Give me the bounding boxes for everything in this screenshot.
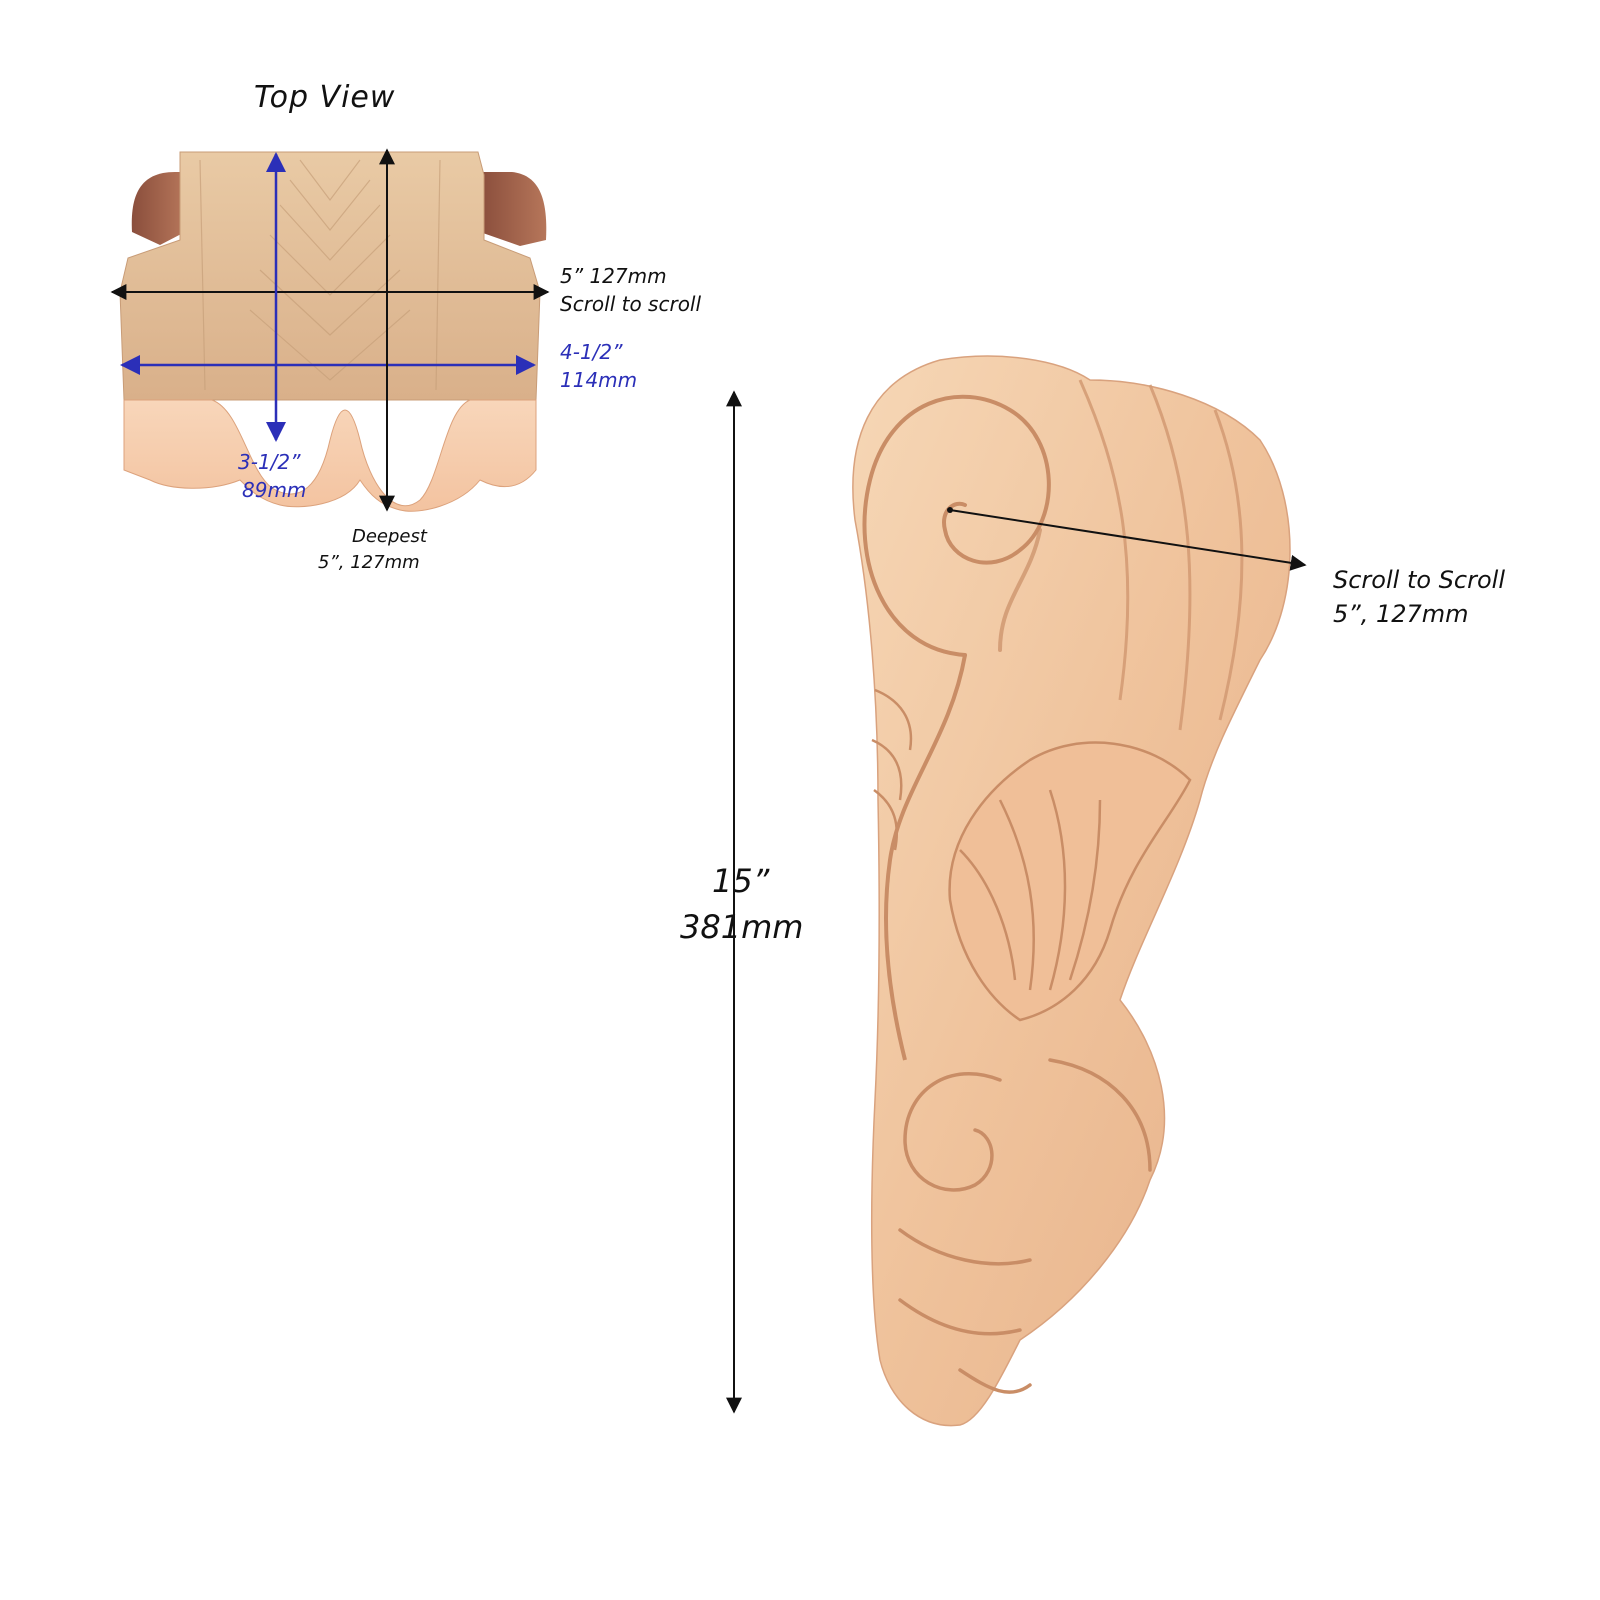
front-face <box>123 399 537 512</box>
acanthus-leaf <box>948 741 1192 1022</box>
deepest-value: 5”, 127mm <box>318 552 420 573</box>
top-view-title: Top View <box>254 80 396 115</box>
fluting <box>1078 379 1244 731</box>
height-imperial: 15” <box>712 862 770 900</box>
side-scroll-to-scroll-label: Scroll to Scroll <box>1333 566 1505 594</box>
top-surface <box>119 151 541 401</box>
top-depth-metric: 89mm <box>242 478 307 502</box>
height-metric: 381mm <box>680 908 804 946</box>
corbel-side-view <box>852 355 1291 1427</box>
top-inner-width-metric: 114mm <box>560 368 638 392</box>
side-scroll-center-dot <box>947 507 953 513</box>
top-scroll-to-scroll-label: Scroll to scroll <box>560 292 702 316</box>
top-scroll-to-scroll-value: 5” 127mm <box>560 264 667 288</box>
top-view-block <box>119 151 547 512</box>
top-scroll <box>862 394 1051 657</box>
right-end-grain <box>480 172 547 246</box>
top-inner-width-imperial: 4-1/2” <box>560 340 623 364</box>
side-scroll-to-scroll-value: 5”, 127mm <box>1333 600 1469 628</box>
deepest-label: Deepest <box>352 526 427 547</box>
top-depth-imperial: 3-1/2” <box>238 450 301 474</box>
left-end-grain <box>131 172 185 245</box>
left-side-leaves <box>871 688 913 851</box>
scroll-leg <box>883 654 967 1061</box>
side-scroll-to-scroll-line <box>949 509 1307 571</box>
bottom-scroll <box>898 1058 1152 1394</box>
